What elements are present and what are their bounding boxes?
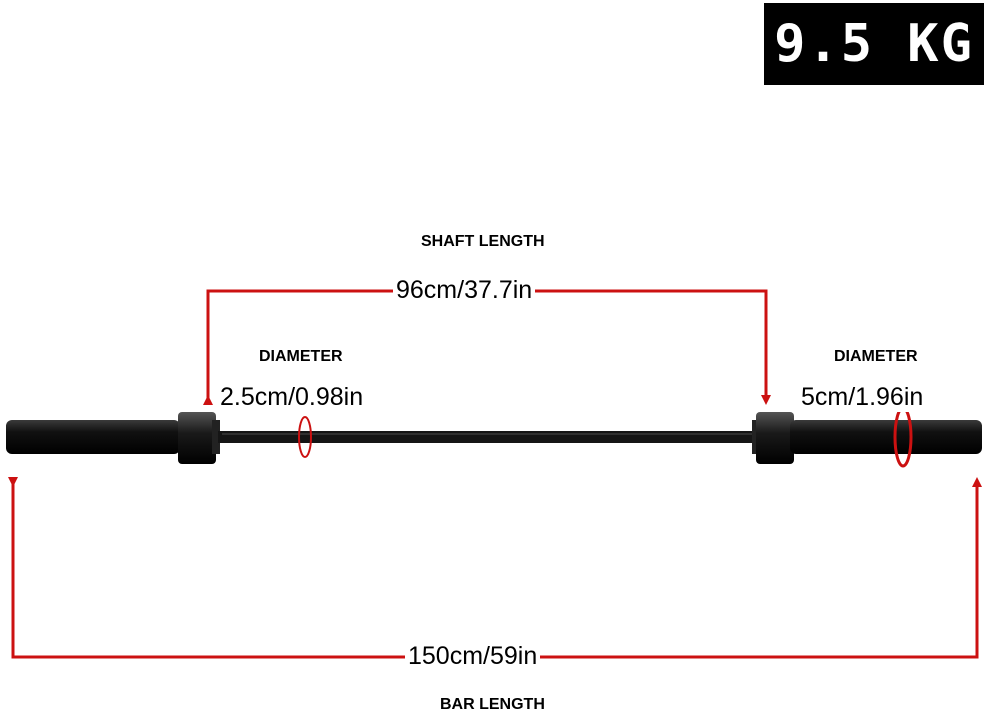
right-collar xyxy=(756,412,794,464)
left-sleeve xyxy=(6,420,180,454)
shaft-diameter-ring xyxy=(298,416,312,458)
bar-length-measurement: 150cm/59in xyxy=(405,642,541,671)
shaft-length-measurement: 96cm/37.7in xyxy=(393,276,536,305)
shaft-length-caption: SHAFT LENGTH xyxy=(421,233,545,250)
bar-length-caption: BAR LENGTH xyxy=(440,696,545,713)
left-diameter-measurement: 2.5cm/0.98in xyxy=(217,383,367,412)
weight-badge: 9.5 KG xyxy=(764,3,984,85)
bar-length-bracket xyxy=(8,477,982,659)
right-diameter-caption: DIAMETER xyxy=(834,348,918,365)
right-diameter-measurement: 5cm/1.96in xyxy=(798,383,927,412)
left-collar xyxy=(178,412,216,464)
left-diameter-caption: DIAMETER xyxy=(259,348,343,365)
barbell xyxy=(6,412,982,464)
right-sleeve xyxy=(790,420,982,454)
left-collar-ring xyxy=(212,420,220,454)
